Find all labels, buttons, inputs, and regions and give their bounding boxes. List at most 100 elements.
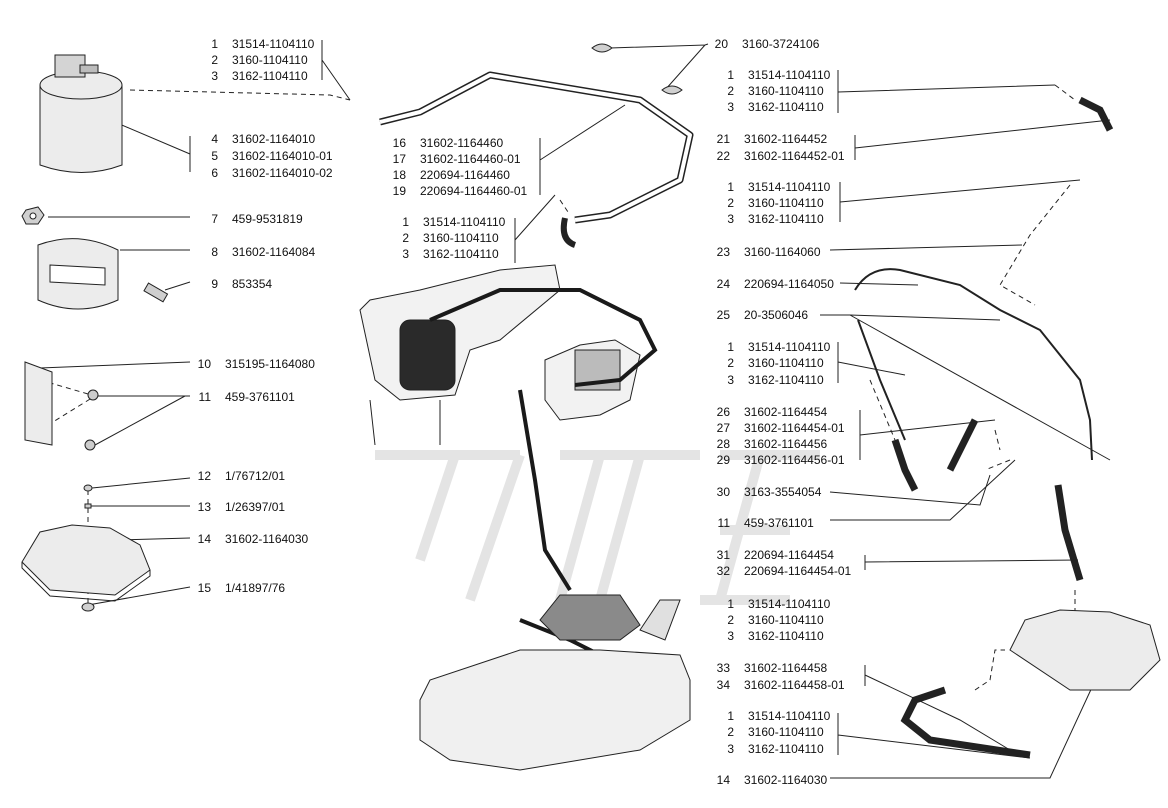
callout-number: 27 xyxy=(716,421,730,435)
part-code: 3162-1104110 xyxy=(423,247,499,261)
part-code: 1/41897/76 xyxy=(225,581,286,595)
part-code: 31602-1164454-01 xyxy=(744,421,845,435)
screws-11 xyxy=(84,389,99,451)
callout-23: 23 3160-1164060 xyxy=(714,245,821,259)
callout-number: 14 xyxy=(716,773,730,787)
callout-number: 6 xyxy=(211,166,218,180)
callout-number: 14 xyxy=(197,532,211,546)
callout-number: 33 xyxy=(716,661,730,675)
plate-10 xyxy=(24,361,53,446)
part-code: 31602-1164460-01 xyxy=(420,152,521,166)
callout-number: 2 xyxy=(727,356,734,370)
part-code: 315195-1164080 xyxy=(225,357,315,371)
callout-1: 1 31514-1104110 xyxy=(718,709,830,723)
callout-19: 19 220694-1164460-01 xyxy=(390,184,528,198)
callout-number: 21 xyxy=(716,132,730,146)
pipe-elbow xyxy=(560,217,577,248)
callout-number: 29 xyxy=(716,453,730,467)
part-code: 3162-1104110 xyxy=(232,69,308,83)
nut-7 xyxy=(21,206,45,225)
part-code: 459-9531819 xyxy=(232,212,303,226)
part-code: 3160-1164060 xyxy=(744,245,821,259)
callout-number: 3 xyxy=(727,629,734,643)
part-code: 31602-1164084 xyxy=(232,245,316,259)
bolt-9 xyxy=(143,282,169,303)
callout-number: 20 xyxy=(714,37,728,51)
part-code: 220694-1164460-01 xyxy=(420,184,528,198)
part-code: 31514-1104110 xyxy=(232,37,315,51)
callout-number: 3 xyxy=(402,247,409,261)
part-code: 31514-1104110 xyxy=(748,709,831,723)
clamp-bracket-8 xyxy=(37,238,119,310)
part-code: 3160-1104110 xyxy=(748,356,824,370)
callout-20: 20 3160-3724106 xyxy=(712,37,820,51)
watermark-logo xyxy=(375,450,820,605)
callout-number: 2 xyxy=(727,613,734,627)
part-code: 220694-1164050 xyxy=(744,277,834,291)
callout-number: 23 xyxy=(716,245,730,259)
part-code: 3162-1104110 xyxy=(748,373,824,387)
part-code: 220694-1164454 xyxy=(744,548,834,562)
part-code: 459-3761101 xyxy=(744,516,814,530)
part-code: 3160-3724106 xyxy=(742,37,820,51)
callout-number: 1 xyxy=(727,340,734,354)
callout-number: 8 xyxy=(211,245,218,259)
callout-number: 19 xyxy=(392,184,406,198)
part-code: 31602-1164454 xyxy=(744,405,828,419)
callout-number: 28 xyxy=(716,437,730,451)
pipe-16-19-inner xyxy=(379,73,692,222)
callout-number: 11 xyxy=(717,516,730,530)
callout-number: 1 xyxy=(727,709,734,723)
cover-14-right xyxy=(1009,609,1161,691)
callout-number: 3 xyxy=(211,69,218,83)
callout-number: 4 xyxy=(211,132,218,146)
hose-26-29 xyxy=(891,418,979,492)
part-code: 853354 xyxy=(232,277,273,291)
part-code: 31602-1164010 xyxy=(232,132,316,146)
part-code: 3162-1104110 xyxy=(748,212,824,226)
callout-number: 2 xyxy=(727,84,734,98)
part-code: 3160-1104110 xyxy=(423,231,499,245)
callout-8: 8 31602-1164084 xyxy=(202,245,315,259)
fuel-tank xyxy=(419,594,691,771)
part-code: 1/26397/01 xyxy=(225,500,286,514)
callout-number: 30 xyxy=(716,485,730,499)
callout-number: 2 xyxy=(727,725,734,739)
part-code: 3162-1104110 xyxy=(748,100,824,114)
canister xyxy=(39,54,123,173)
callout-number: 2 xyxy=(727,196,734,210)
part-code: 459-3761101 xyxy=(225,390,295,404)
cover-14-left xyxy=(21,524,151,602)
callout-number: 1 xyxy=(402,215,409,229)
part-code: 220694-1164454-01 xyxy=(744,564,852,578)
callout-number: 18 xyxy=(392,168,406,182)
callout-number: 3 xyxy=(727,212,734,226)
callout-number: 31 xyxy=(716,548,730,562)
part-code: 3160-1104110 xyxy=(232,53,308,67)
part-code: 220694-1164460 xyxy=(420,168,510,182)
callout-3: 3 3162-1104110 xyxy=(202,69,308,83)
